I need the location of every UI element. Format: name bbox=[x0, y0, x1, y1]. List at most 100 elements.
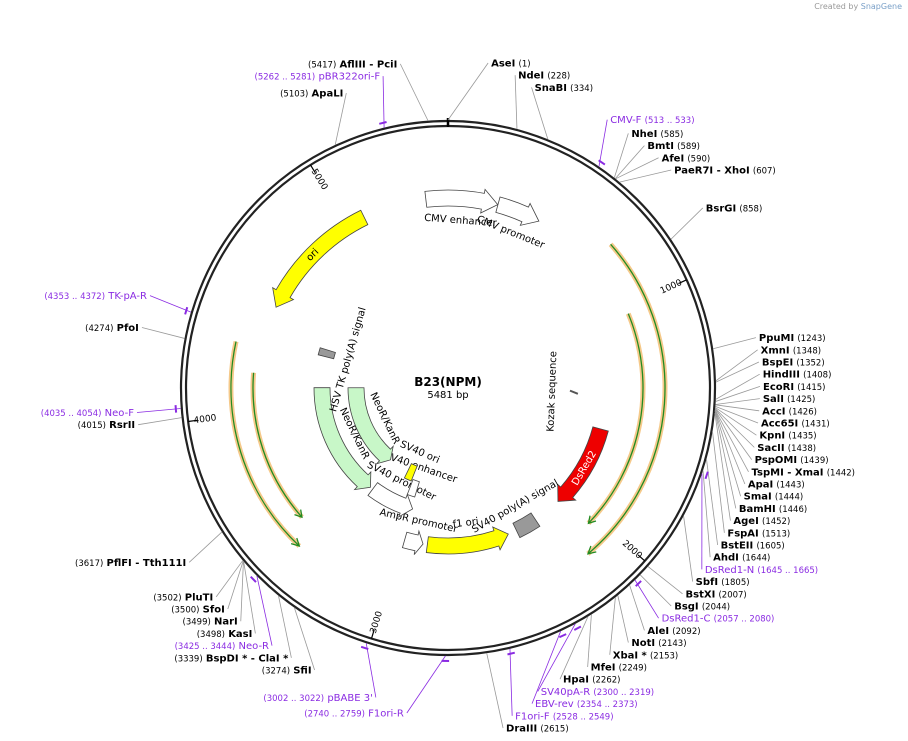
site-label: (3502) PluTI bbox=[153, 592, 213, 603]
feature-sv40-enhancer bbox=[406, 479, 420, 498]
primer-position: (513 .. 533) bbox=[645, 116, 695, 126]
site-name: XmnI bbox=[761, 345, 790, 356]
site-leader bbox=[715, 407, 757, 436]
site-leader bbox=[559, 616, 589, 680]
site-position: (3274) bbox=[262, 667, 290, 677]
site-label: XbaI * (2153) bbox=[613, 650, 679, 661]
site-label: (3274) SfiI bbox=[262, 666, 312, 677]
tick-label: 3000 bbox=[369, 610, 385, 635]
site-name: PflFI - Tth111I bbox=[106, 558, 186, 569]
site-position: (5417) bbox=[308, 60, 336, 70]
site-leader bbox=[514, 75, 518, 130]
site-name: BspDI * - ClaI * bbox=[206, 653, 289, 664]
tick-label: 4000 bbox=[193, 413, 217, 426]
primer-name: Neo-F bbox=[105, 408, 135, 419]
site-label: HindIII (1408) bbox=[763, 370, 832, 381]
feature-cmv-enhancer bbox=[424, 188, 499, 214]
site-label: (4274) PfoI bbox=[85, 323, 139, 334]
site-leader bbox=[334, 92, 347, 145]
primer-label: CMV-F (513 .. 533) bbox=[610, 115, 694, 126]
primer-leader bbox=[365, 643, 377, 698]
site-name: ApaLI bbox=[312, 89, 344, 100]
site-name: AfeI bbox=[662, 153, 685, 164]
site-leader bbox=[715, 361, 760, 383]
primer-leader bbox=[149, 295, 192, 313]
orf-layer bbox=[228, 242, 668, 556]
site-name: SacII bbox=[757, 443, 784, 454]
site-position: (4274) bbox=[85, 324, 113, 334]
site-position: (1415) bbox=[797, 383, 825, 393]
site-name: TspMI - XmaI bbox=[752, 467, 824, 478]
site-name: PfoI bbox=[117, 323, 139, 334]
site-name: SnaBI bbox=[535, 83, 567, 94]
primer-position: (2354 .. 2373) bbox=[577, 700, 638, 710]
primer-label: SV40pA-R (2300 .. 2319) bbox=[541, 687, 654, 698]
feature-dsred2 bbox=[557, 426, 609, 502]
site-leader bbox=[683, 515, 694, 582]
site-position: (858) bbox=[739, 204, 762, 214]
feature-cmv-promoter bbox=[495, 196, 540, 226]
site-name: ApaI bbox=[748, 480, 773, 491]
site-position: (1442) bbox=[827, 468, 855, 478]
site-position: (2153) bbox=[650, 651, 678, 661]
site-leader bbox=[714, 409, 746, 485]
site-label: KpnI (1435) bbox=[759, 431, 816, 442]
site-label: FspAI (1513) bbox=[727, 528, 790, 539]
tick-mark bbox=[678, 279, 687, 285]
site-label: (5103) ApaLI bbox=[280, 89, 343, 100]
primer-mark bbox=[250, 576, 257, 583]
tick-label: 1000 bbox=[659, 278, 684, 297]
primer-label: F1ori-F (2528 .. 2549) bbox=[515, 711, 613, 722]
site-label: (3499) NarI bbox=[183, 617, 238, 628]
site-position: (1438) bbox=[788, 444, 816, 454]
site-name: PaeR7I - XhoI bbox=[674, 165, 750, 176]
site-leader bbox=[617, 595, 629, 643]
site-leader bbox=[639, 574, 672, 607]
site-name: PpuMI bbox=[759, 333, 794, 344]
site-position: (334) bbox=[570, 84, 593, 94]
site-name: MfeI bbox=[591, 663, 616, 674]
primer-position: (2057 .. 2080) bbox=[714, 615, 775, 625]
site-position: (1435) bbox=[788, 432, 816, 442]
site-label: HpaI (2262) bbox=[563, 675, 620, 686]
site-label: (3500) SfoI bbox=[171, 605, 225, 616]
site-name: NdeI bbox=[518, 71, 544, 82]
site-label: PpuMI (1243) bbox=[759, 333, 826, 344]
primer-leader bbox=[382, 76, 385, 128]
site-name: NarI bbox=[214, 617, 238, 628]
primer-position: (5262 .. 5281) bbox=[255, 73, 316, 83]
site-position: (1348) bbox=[793, 346, 821, 356]
site-leader bbox=[629, 584, 645, 631]
orf-halo bbox=[586, 312, 646, 526]
site-leader bbox=[715, 349, 758, 382]
site-position: (3502) bbox=[153, 593, 181, 603]
site-position: (1431) bbox=[801, 420, 829, 430]
site-leader bbox=[227, 560, 244, 610]
site-name: PspOMI bbox=[755, 455, 797, 466]
primer-position: (3425 .. 3444) bbox=[175, 642, 236, 652]
site-name: AleI bbox=[647, 626, 669, 637]
site-position: (1408) bbox=[803, 371, 831, 381]
site-position: (1425) bbox=[787, 395, 815, 405]
primer-position: (2300 .. 2319) bbox=[593, 688, 654, 698]
feature-sv40-promoter bbox=[367, 482, 414, 518]
primer-name: pBABE 3' bbox=[327, 693, 373, 704]
site-label: BstEII (1605) bbox=[721, 541, 785, 552]
site-label: SmaI (1444) bbox=[744, 492, 804, 503]
site-label: AccI (1426) bbox=[762, 406, 817, 417]
site-leader bbox=[715, 386, 761, 402]
site-label: AleI (2092) bbox=[647, 626, 700, 637]
primer-mark bbox=[573, 625, 582, 631]
site-name: BmtI bbox=[647, 141, 674, 152]
site-leader bbox=[715, 405, 759, 424]
site-label: BstXI (2007) bbox=[686, 589, 747, 600]
site-layer: AseI (1)NdeI (228)SnaBI (334)CMV-F (513 … bbox=[41, 59, 855, 735]
site-label: DraIII (2615) bbox=[506, 724, 569, 735]
site-position: (3499) bbox=[183, 618, 211, 628]
primer-name: TK-pA-R bbox=[107, 291, 147, 302]
site-leader bbox=[715, 373, 760, 400]
site-position: (2007) bbox=[718, 590, 746, 600]
site-position: (2249) bbox=[619, 664, 647, 674]
site-label: (3617) PflFI - Tth111I bbox=[75, 558, 186, 569]
